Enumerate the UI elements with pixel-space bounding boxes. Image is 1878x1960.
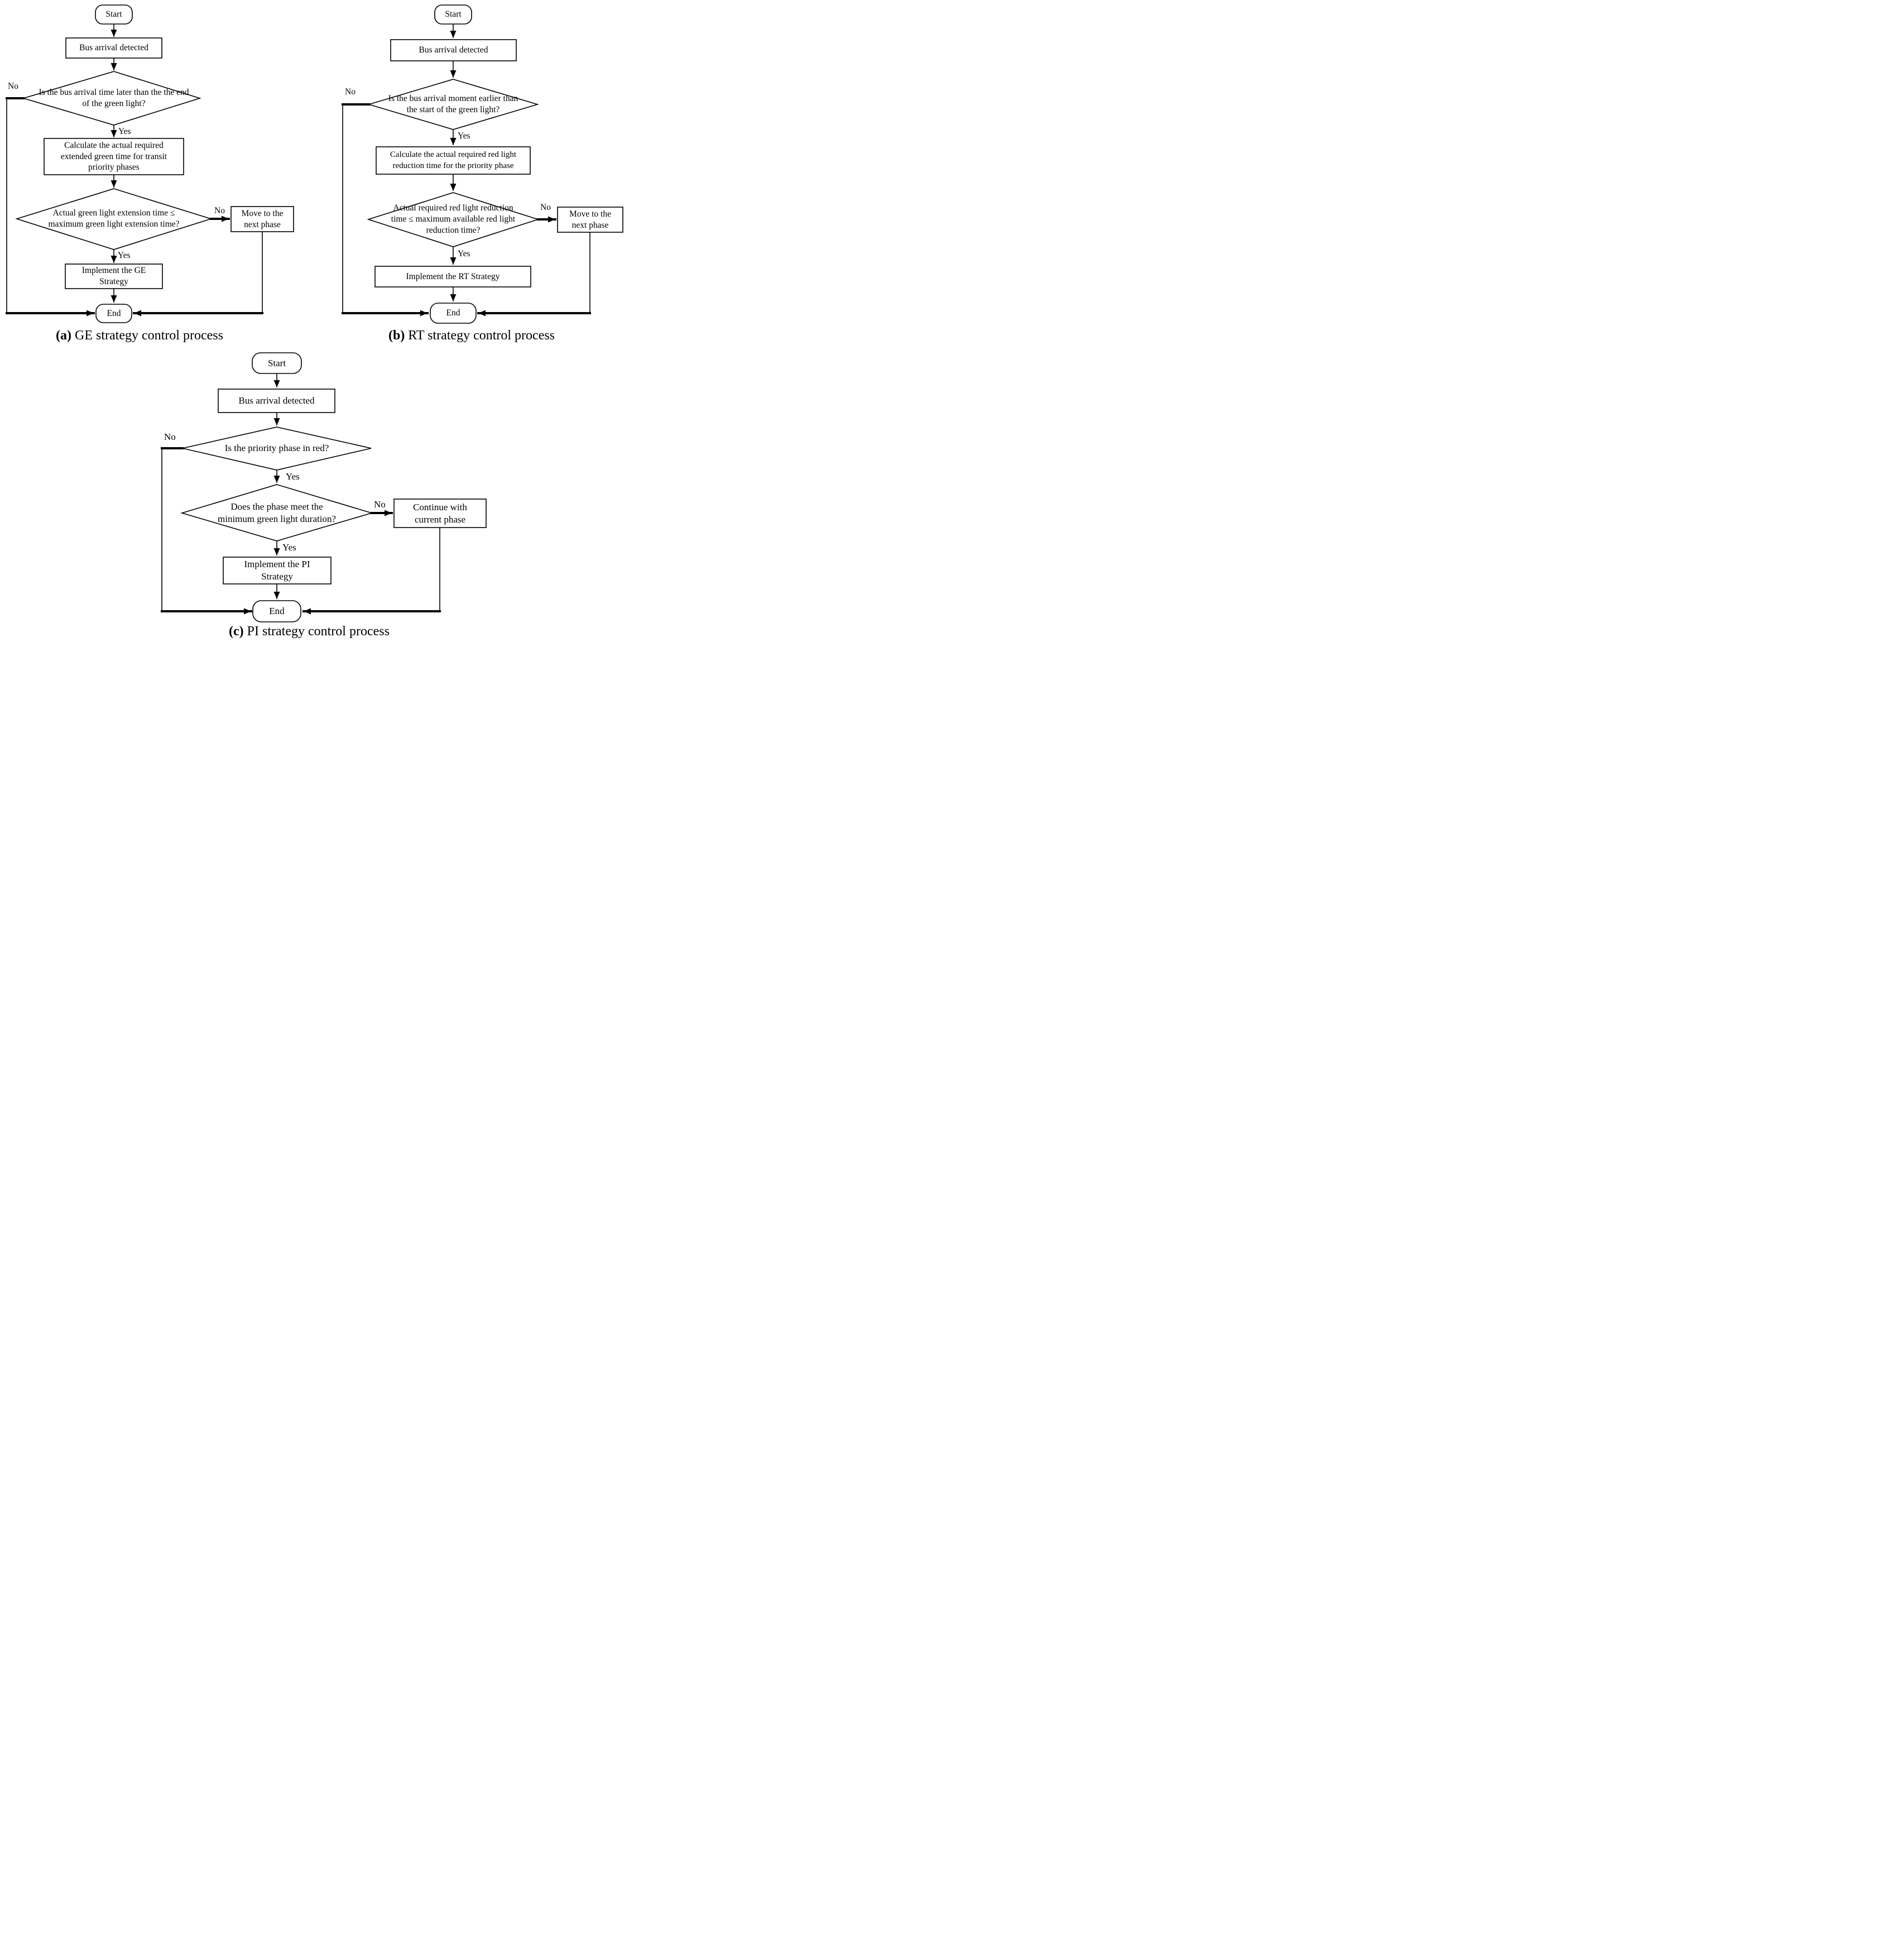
a-start-terminal: Start [105, 9, 122, 20]
a-end-shape [95, 304, 132, 323]
a-end-terminal: End [107, 308, 121, 318]
b-caption: (b)RT strategy control process [388, 328, 555, 343]
flowchart-figure: Start Bus arrival detected Is the bus ar… [0, 0, 626, 659]
c-end-terminal: End [269, 606, 285, 617]
panel-b-shapes [342, 4, 623, 324]
c-min-green-decision: Does the phase meet the minimum green li… [218, 501, 336, 524]
c-yes-label-2: Yes [282, 542, 296, 553]
b-reduction-limit-decision: Actual required red light reduction time… [391, 203, 516, 235]
b-move-next-phase-box: Move to the next phase [569, 209, 611, 230]
a-yes-label-1: Yes [118, 127, 131, 136]
b-end-terminal: End [446, 308, 460, 318]
a-no-label-2: No [214, 206, 225, 215]
b-no-label-2: No [540, 203, 551, 212]
b-end-shape [430, 303, 477, 324]
b-no-label-1: No [345, 87, 356, 97]
c-continue-phase-box: Continue with current phase [413, 501, 467, 525]
panel-a-shapes [6, 4, 294, 323]
c-no-label-1: No [164, 432, 176, 442]
b-yes-label-1: Yes [458, 131, 470, 141]
a-extend-green-process: Calculate the actual required extended g… [60, 140, 167, 172]
a-move-next-phase-box: Move to the next phase [241, 208, 284, 229]
b-start-terminal: Start [445, 9, 462, 20]
c-bus-arrival-box: Bus arrival detected [238, 395, 315, 406]
a-extension-limit-decision: Actual green light extension time ≤ maxi… [48, 208, 180, 229]
a-implement-ge-box: Implement the GE Strategy [81, 266, 146, 286]
c-implement-pi-box: Implement the PI Strategy [244, 559, 310, 582]
c-yes-label-1: Yes [286, 471, 300, 482]
b-arrival-moment-decision: Is the bus arrival moment earlier than t… [388, 94, 518, 114]
b-red-reduction-process: Calculate the actual required red light … [390, 150, 517, 170]
c-caption: (c)PI strategy control process [229, 624, 390, 639]
flowchart-canvas [6, 4, 623, 622]
c-end-shape [252, 600, 301, 622]
b-yes-label-2: Yes [458, 249, 470, 258]
a-arrival-time-decision: Is the bus arrival time later than the t… [39, 88, 189, 108]
b-bus-arrival-box: Bus arrival detected [419, 45, 488, 55]
a-bus-arrival-box: Bus arrival detected [79, 43, 148, 53]
panel-c-shapes [161, 352, 487, 622]
a-yes-label-2: Yes [118, 251, 131, 260]
b-implement-rt-box: Implement the RT Strategy [406, 271, 500, 281]
c-no-label-2: No [374, 499, 386, 510]
c-priority-red-decision: Is the priority phase in red? [224, 443, 329, 454]
a-no-label-1: No [8, 82, 18, 91]
a-caption: (a)GE strategy control process [56, 328, 223, 343]
c-start-terminal: Start [267, 357, 286, 368]
